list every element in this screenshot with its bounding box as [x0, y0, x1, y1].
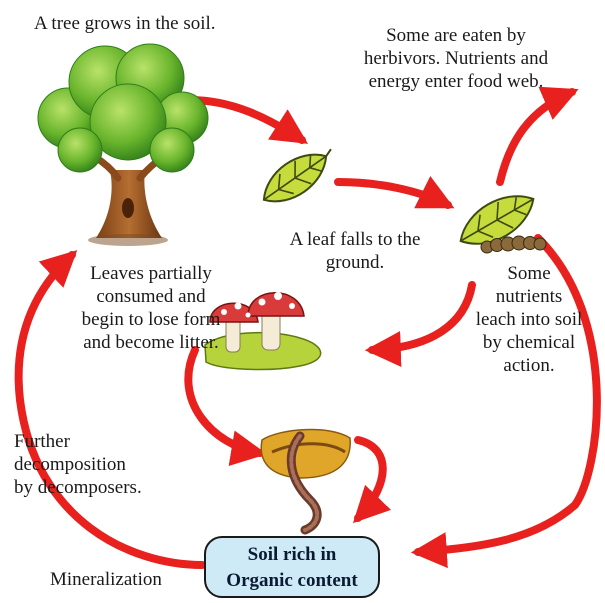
- arrow-mushroom-to-worm: [184, 346, 268, 466]
- label-further-decomposition: Further decomposition by decomposers.: [14, 430, 142, 499]
- mushroom-icon: [204, 292, 322, 371]
- earthworm-icon: [260, 428, 351, 535]
- label-tree-grows: A tree grows in the soil.: [34, 13, 216, 34]
- soil-organic-content-box: Soil rich in Organic content: [204, 536, 380, 598]
- label-eaten-line-2: herbivors. Nutrients and: [363, 48, 549, 69]
- label-leaves-consumed-line-4: and become litter.: [83, 332, 219, 353]
- caterpillar-on-leaf-icon: [459, 195, 547, 254]
- label-eaten-line-1: Some are eaten by: [386, 25, 526, 46]
- label-nutrients-leach: Some nutrients leach into soil by chemic…: [458, 262, 600, 377]
- label-leaf-falls-line-2: ground.: [325, 252, 385, 273]
- label-leaves-consumed: Leaves partially consumed and begin to l…: [52, 262, 250, 354]
- label-leaf-falls: A leaf falls to the ground.: [262, 228, 448, 274]
- arrows: [14, 86, 601, 569]
- label-further-line-2: decomposition: [14, 454, 126, 475]
- label-further-line-3: by decomposers.: [14, 477, 142, 498]
- label-eaten-by-herbivores: Some are eaten by herbivors. Nutrients a…: [336, 24, 576, 93]
- arrow-mineralization-to-tree: [14, 250, 206, 569]
- arrow-leaf-to-ground: [334, 176, 455, 209]
- label-leach-line-3: leach into soil: [475, 309, 583, 330]
- arrow-tree-to-leaf: [186, 96, 309, 144]
- label-leach-line-5: action.: [503, 355, 555, 376]
- soil-box-line-1: Soil rich in: [247, 544, 337, 565]
- label-leach-line-2: nutrients: [495, 286, 563, 307]
- leaf-icon: [262, 148, 332, 203]
- arrow-worm-to-soil: [352, 436, 391, 524]
- label-mineralization: Mineralization: [50, 569, 162, 590]
- label-eaten-line-3: energy enter food web.: [368, 71, 544, 92]
- label-leach-line-4: by chemical: [482, 332, 576, 353]
- label-leaf-falls-line-1: A leaf falls to the: [289, 229, 421, 250]
- label-leach-line-1: Some: [507, 263, 551, 284]
- label-leaves-consumed-line-3: begin to lose form: [81, 309, 221, 330]
- arrow-to-food-web: [496, 86, 579, 186]
- arrow-to-mushroom: [364, 281, 476, 367]
- arrow-leach-into-soil: [410, 234, 601, 569]
- label-further-line-1: Further: [14, 431, 70, 452]
- label-leaves-consumed-line-1: Leaves partially: [90, 263, 212, 284]
- label-leaves-consumed-line-2: consumed and: [96, 286, 206, 307]
- soil-box-line-2: Organic content: [226, 570, 358, 591]
- tree-icon: [37, 43, 209, 246]
